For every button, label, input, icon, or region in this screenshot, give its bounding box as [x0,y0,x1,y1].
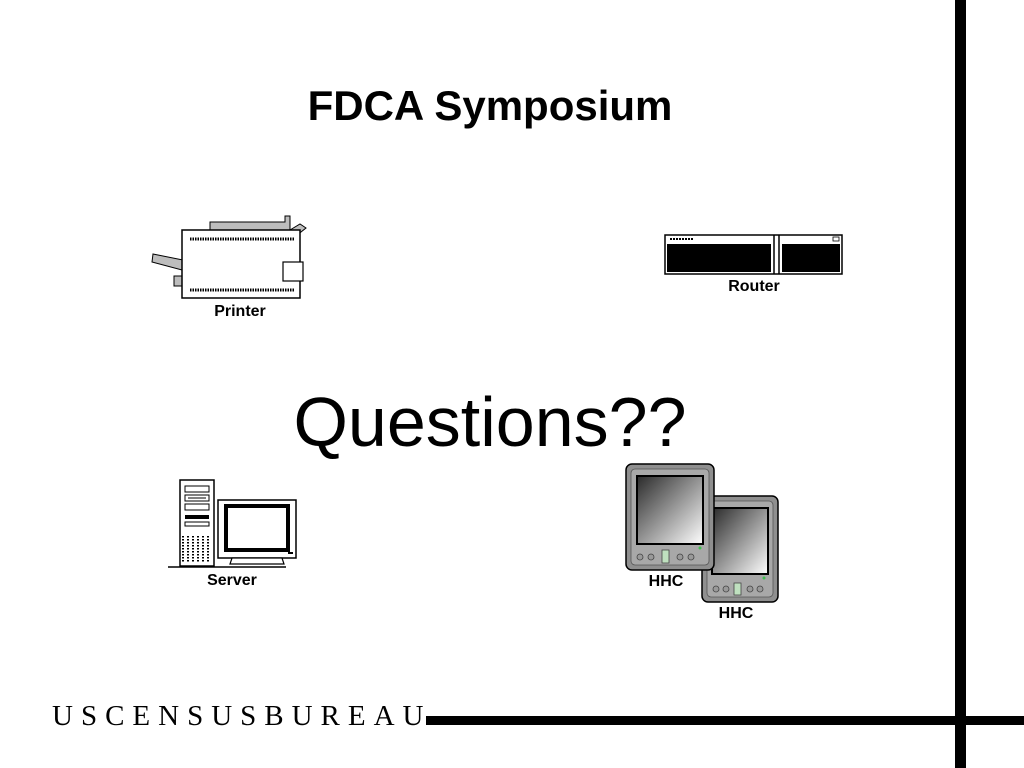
hhc-front-label: HHC [648,573,684,590]
printer-icon [151,215,307,299]
hhc-front-icon [625,463,715,571]
census-bureau-logo: USCENSUSBUREAU [52,700,432,732]
router-icon [664,234,843,275]
footer-rule [426,716,1024,725]
hhc-back-label: HHC [718,605,754,622]
router-label: Router [728,278,780,295]
slide-title: FDCA Symposium [307,82,673,129]
server-label: Server [207,572,257,589]
vertical-rule [955,0,966,768]
questions-text: Questions?? [293,383,687,461]
printer-label: Printer [214,303,266,320]
server-icon [168,479,297,568]
